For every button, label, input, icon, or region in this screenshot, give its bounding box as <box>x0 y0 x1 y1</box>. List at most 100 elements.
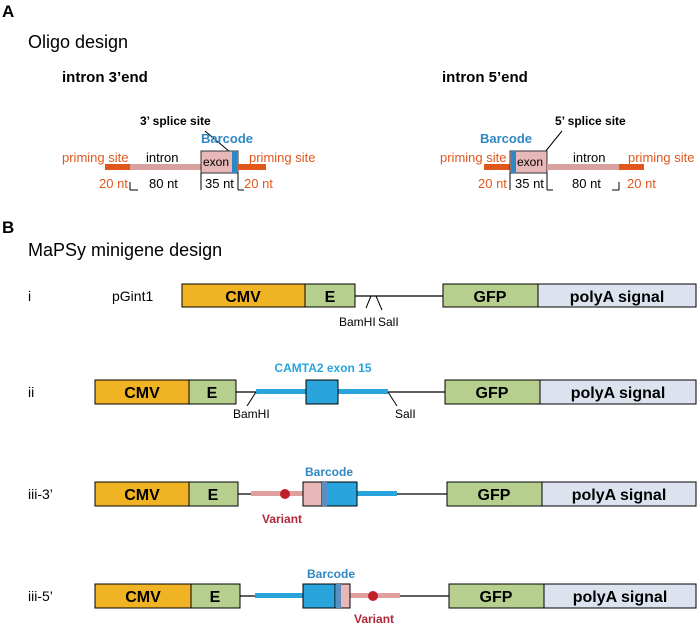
exon-e-label: E <box>325 289 336 306</box>
variant-label: Variant <box>262 512 302 526</box>
polya-box <box>537 283 697 308</box>
barcode-label: Barcode <box>305 465 353 479</box>
gfp-label: GFP <box>476 385 509 402</box>
len-priming-right: 20 nt <box>244 176 273 191</box>
barcode-mark <box>322 482 327 506</box>
sali-label: SalI <box>395 407 416 421</box>
exon-pink-part <box>302 481 323 507</box>
gfp-box <box>446 481 543 507</box>
barcode-mark <box>511 151 516 173</box>
exon-e-label: E <box>208 487 219 504</box>
row-label: iii-5’ <box>28 588 53 604</box>
len-intron: 80 nt <box>572 176 601 191</box>
polya-label: polyA signal <box>573 589 668 606</box>
len-intron: 80 nt <box>149 176 178 191</box>
label-intron: intron <box>573 150 606 165</box>
exon-e-box <box>190 583 241 609</box>
exon-blue-part <box>321 481 358 507</box>
construct-row-ii: ii CAMTA2 exon 15 CMV E BamHI SalI GFP p… <box>28 361 697 421</box>
exon-e-box <box>304 283 356 308</box>
intron-flank-left <box>255 593 303 598</box>
intron-flank-right <box>338 389 388 394</box>
label-barcode: Barcode <box>480 131 532 146</box>
camta2-exon-label: CAMTA2 exon 15 <box>274 361 371 375</box>
bamhi-label: BamHI <box>339 315 376 329</box>
cmv-label: CMV <box>124 385 160 402</box>
variant-dot <box>280 489 290 499</box>
exon-e-box <box>188 481 239 507</box>
splice-site-pointer <box>204 130 231 153</box>
exon-e-box <box>188 379 237 405</box>
variant-dot <box>368 591 378 601</box>
construct-row-iii-3: iii-3’ Variant Barcode CMV E GFP polyA s… <box>28 465 697 526</box>
barcode-mark <box>336 584 341 608</box>
construct-row-iii-5: iii-5’ Variant Barcode CMV E GFP polyA s… <box>28 567 697 626</box>
polya-box <box>543 583 697 609</box>
label-3-splice-site: 3’ splice site <box>140 114 211 128</box>
panel-a-letter: A <box>2 2 14 21</box>
label-priming-site-left: priming site <box>62 150 128 165</box>
len-exon: 35 nt <box>515 176 544 191</box>
priming-segment-left <box>484 164 510 170</box>
gfp-box <box>444 379 541 405</box>
camta2-exon-box <box>305 379 339 405</box>
priming-segment-right <box>619 164 644 170</box>
panel-b-letter: B <box>2 218 14 237</box>
row-label: i <box>28 288 31 304</box>
label-5-splice-site: 5’ splice site <box>555 114 626 128</box>
intron-segment <box>547 164 619 170</box>
cmv-label: CMV <box>124 487 160 504</box>
label-priming-site-left: priming site <box>440 150 506 165</box>
sali-pointer <box>375 295 383 311</box>
bamhi-pointer <box>246 391 257 407</box>
gfp-box <box>448 583 545 609</box>
cmv-box <box>94 379 190 405</box>
exon-box <box>509 150 548 174</box>
construct-row-i: i pGint1 CMV E BamHI SalI GFP polyA sign… <box>28 283 697 329</box>
oligo-intron-3end: intron 3’end 3’ splice site Barcode prim… <box>62 69 315 191</box>
label-priming-site-right: priming site <box>628 150 694 165</box>
label-priming-site-right: priming site <box>249 150 315 165</box>
exon-box <box>200 150 239 174</box>
len-exon: 35 nt <box>205 176 234 191</box>
intron-segment <box>130 164 201 170</box>
len-priming-left: 20 nt <box>99 176 128 191</box>
exon-label: exon <box>517 155 543 169</box>
exon-e-label: E <box>210 589 221 606</box>
label-intron: intron <box>146 150 179 165</box>
barcode-mark <box>232 151 237 173</box>
priming-segment-left <box>105 164 130 170</box>
oligo-intron-5end: intron 5’end Barcode 5’ splice site prim… <box>440 69 694 191</box>
heading-intron-3end: intron 3’end <box>62 69 148 86</box>
polya-label: polyA signal <box>572 487 667 504</box>
polya-box <box>541 481 697 507</box>
len-priming-right: 20 nt <box>627 176 656 191</box>
cmv-label: CMV <box>225 289 261 306</box>
polya-label: polyA signal <box>570 289 665 306</box>
bamhi-label: BamHI <box>233 407 270 421</box>
cmv-label: CMV <box>125 589 161 606</box>
row-label: ii <box>28 384 34 400</box>
polya-label: polyA signal <box>571 385 666 402</box>
sali-label: SalI <box>378 315 399 329</box>
construct-name: pGint1 <box>112 288 153 304</box>
intron-flank-right <box>357 491 397 496</box>
panel-a-title: Oligo design <box>28 32 128 52</box>
variant-label: Variant <box>354 612 394 626</box>
intron-flank-left <box>256 389 306 394</box>
priming-segment-right <box>238 164 266 170</box>
polya-box <box>539 379 697 405</box>
splice-site-pointer <box>544 130 563 153</box>
row-label: iii-3’ <box>28 486 53 502</box>
intron-pink <box>251 491 303 496</box>
cmv-box <box>94 481 190 507</box>
exon-e-label: E <box>207 385 218 402</box>
exon-blue-part <box>302 583 336 609</box>
heading-intron-5end: intron 5’end <box>442 69 528 86</box>
gfp-label: GFP <box>480 589 513 606</box>
exon-label: exon <box>203 155 229 169</box>
panel-b-title: MaPSy minigene design <box>28 240 222 260</box>
label-barcode: Barcode <box>201 131 253 146</box>
barcode-label: Barcode <box>307 567 355 581</box>
